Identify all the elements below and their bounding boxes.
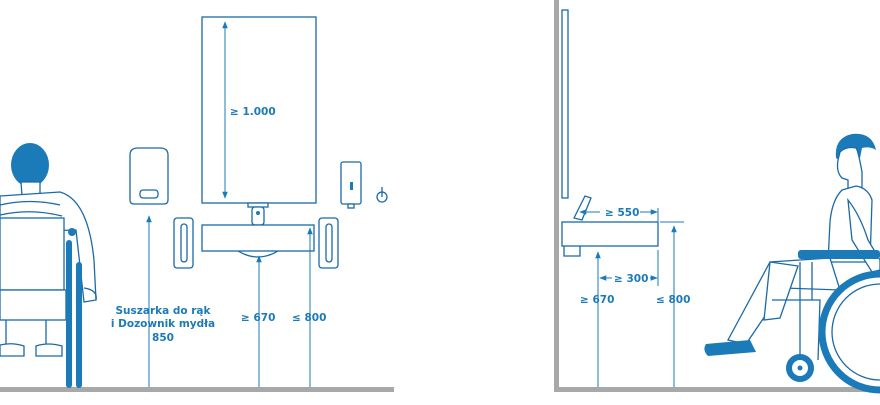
dryer-label-line2: i Dozownik mydła xyxy=(111,318,215,330)
wall-side xyxy=(554,0,559,392)
knee-clearance-label: ≥ 300 xyxy=(614,273,648,285)
faucet-side-icon xyxy=(573,195,592,221)
mirror-side xyxy=(561,9,569,199)
sink-min-height-label-front: ≥ 670 xyxy=(241,312,275,324)
soap-dispenser-icon xyxy=(340,161,362,209)
hand-dryer-icon xyxy=(129,147,169,205)
dryer-label-line1: Suszarka do rąk xyxy=(115,305,211,317)
sink-min-height-label-side: ≥ 670 xyxy=(580,294,614,306)
wheelchair-user-side-icon xyxy=(704,133,880,394)
sink-side xyxy=(561,221,659,257)
sink-max-height-label-front: ≤ 800 xyxy=(292,312,326,324)
mirror-height-label: ≥ 1.000 xyxy=(230,106,276,118)
sink-front xyxy=(201,202,315,258)
sink-max-height-label-side: ≤ 800 xyxy=(656,294,690,306)
floor-side xyxy=(554,387,880,392)
floor-front xyxy=(0,387,394,392)
sink-depth-label: ≥ 550 xyxy=(605,207,639,219)
grab-bar-right-icon xyxy=(318,217,339,269)
sensor-icon xyxy=(376,187,388,203)
grab-bar-left-icon xyxy=(173,217,194,269)
side-view: ≥ 550 ≥ 300 ≥ 670 ≤ 800 xyxy=(554,0,880,394)
dryer-height-label: 850 xyxy=(152,332,174,344)
wheelchair-user-front-icon xyxy=(0,143,97,388)
front-view: ≥ 1.000 Suszarka do rąk i Dozownik mydła… xyxy=(0,16,394,392)
